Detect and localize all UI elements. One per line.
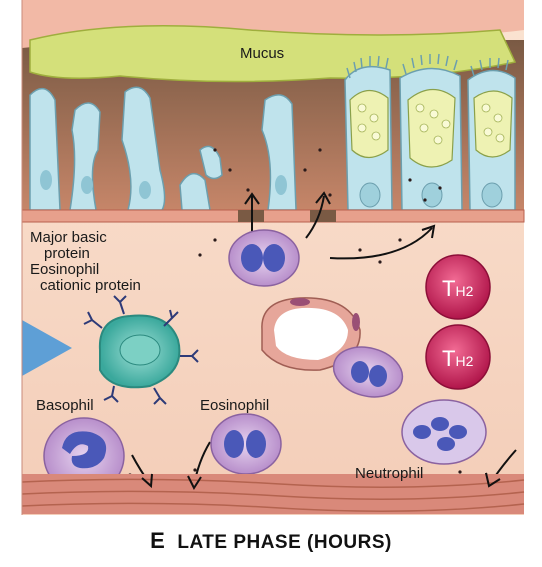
label-neutrophil: Neutrophil: [355, 465, 423, 482]
label-major-basic-protein-1: Major basic: [30, 229, 107, 246]
eosinophil-lower: [211, 414, 281, 474]
panel-letter: E: [150, 528, 165, 553]
basement-membrane: [22, 210, 524, 222]
label-major-basic-protein-2: protein: [44, 245, 90, 262]
label-eosinophil-cationic-2: cationic protein: [40, 277, 141, 294]
th2-cell-lower: TH2: [426, 325, 490, 389]
mast-cell: [100, 316, 180, 388]
figure-caption: E LATE PHASE (HOURS): [0, 528, 542, 554]
label-eosinophil: Eosinophil: [200, 397, 269, 414]
eosinophil-upper: [229, 230, 299, 286]
smooth-muscle: [22, 474, 524, 514]
neutrophil: [402, 400, 486, 464]
label-basophil: Basophil: [36, 397, 94, 414]
caption-text: LATE PHASE (HOURS): [177, 532, 391, 553]
th2-cell-upper: TH2: [426, 255, 490, 319]
label-eosinophil-cationic-1: Eosinophil: [30, 261, 99, 278]
label-mucus: Mucus: [240, 45, 284, 62]
